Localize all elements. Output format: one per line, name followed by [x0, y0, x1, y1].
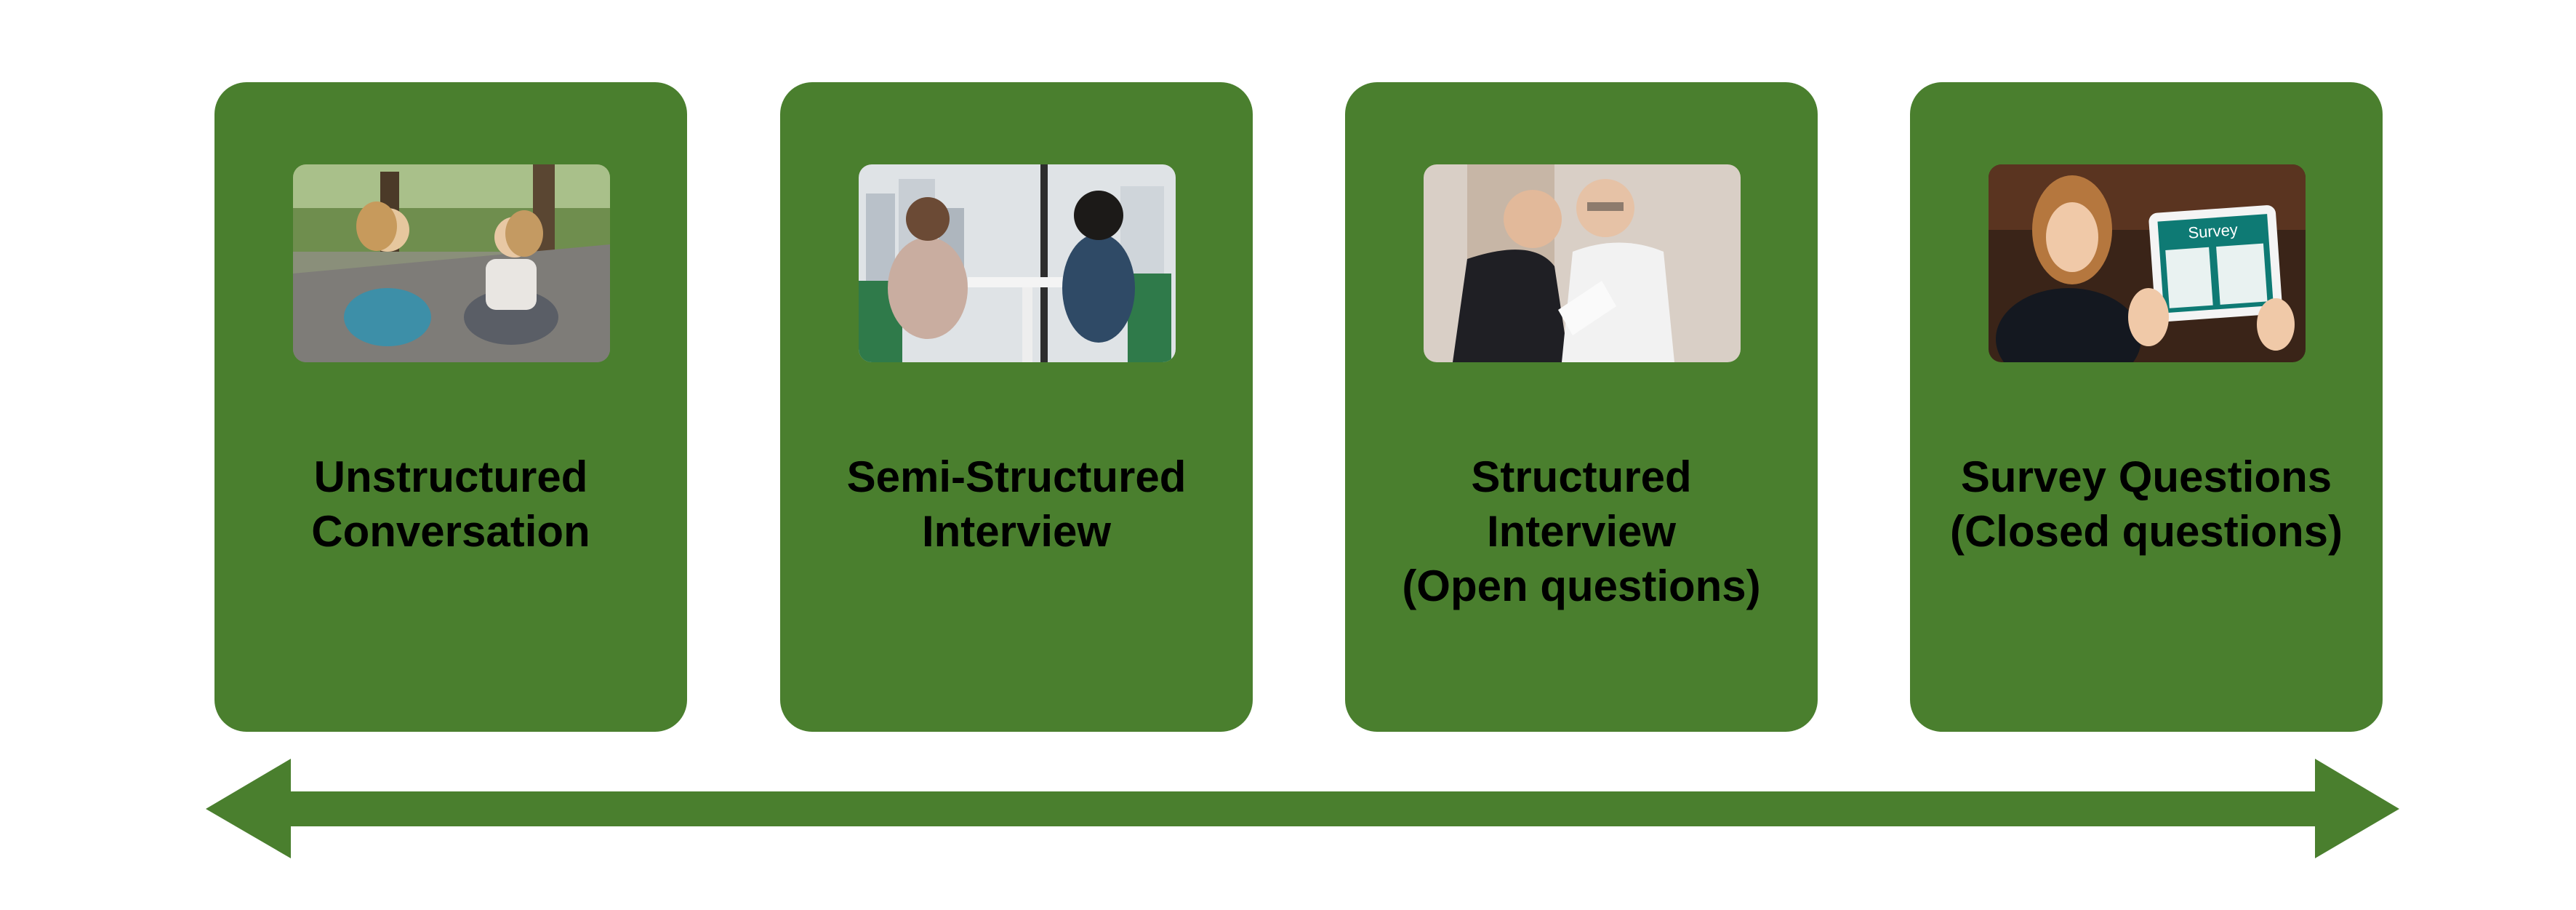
- card-label: Unstructured Conversation: [311, 452, 590, 556]
- men-reviewing-paper-photo: [1424, 164, 1741, 362]
- woman-with-tablet-photo: Survey: [1989, 164, 2306, 362]
- card-structured-interview: Structured Interview (Open questions): [1345, 82, 1818, 732]
- card-label: Structured Interview (Open questions): [1402, 452, 1761, 610]
- card-label: Semi-Structured Interview: [846, 452, 1187, 556]
- children-talking-photo: [293, 164, 610, 362]
- card-unstructured-conversation: Unstructured Conversation: [214, 82, 687, 732]
- women-at-table-photo: [859, 164, 1176, 362]
- card-semi-structured-interview: Semi-Structured Interview: [780, 82, 1253, 732]
- tablet-survey-text: Survey: [2188, 220, 2239, 242]
- card-survey-questions: Survey Survey Questions (Closed question…: [1910, 82, 2383, 732]
- card-label: Survey Questions (Closed questions): [1949, 452, 2343, 556]
- arrow-shape: [206, 759, 2399, 858]
